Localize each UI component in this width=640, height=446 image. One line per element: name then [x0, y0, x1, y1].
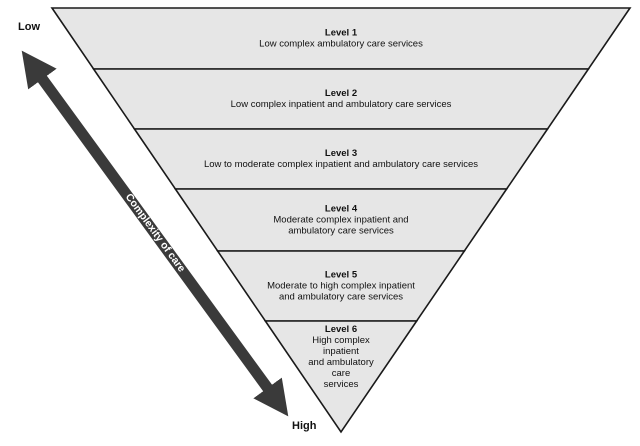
axis-label: Complexity of care [123, 191, 188, 274]
level-6-band [263, 320, 419, 434]
level-1-description-line: Low complex ambulatory care services [259, 39, 423, 50]
level-6-description-line: and ambulatory [308, 357, 374, 368]
level-6-title: Level 6 [325, 324, 357, 335]
level-2-title: Level 2 [325, 88, 357, 99]
level-4-description-line: Moderate complex inpatient and [273, 215, 408, 226]
level-4-description-line: ambulatory care services [288, 226, 394, 237]
level-2-description-line: Low complex inpatient and ambulatory car… [231, 99, 452, 110]
low-label: Low [18, 21, 40, 33]
level-5-title: Level 5 [325, 270, 358, 281]
double-arrow-icon [21, 50, 289, 417]
level-4-title: Level 4 [325, 204, 358, 215]
level-5-description-line: Moderate to high complex inpatient [267, 281, 415, 292]
level-6-description-line: inpatient [323, 346, 359, 357]
level-6-description-line: services [324, 379, 359, 390]
level-6-description-line: care [332, 368, 350, 379]
level-1-title: Level 1 [325, 28, 358, 39]
level-3-description-line: Low to moderate complex inpatient and am… [204, 159, 478, 170]
level-3-title: Level 3 [325, 148, 357, 159]
level-5-description-line: and ambulatory care services [279, 292, 403, 303]
level-6-description-line: High complex [312, 335, 370, 346]
high-label: High [292, 420, 317, 432]
